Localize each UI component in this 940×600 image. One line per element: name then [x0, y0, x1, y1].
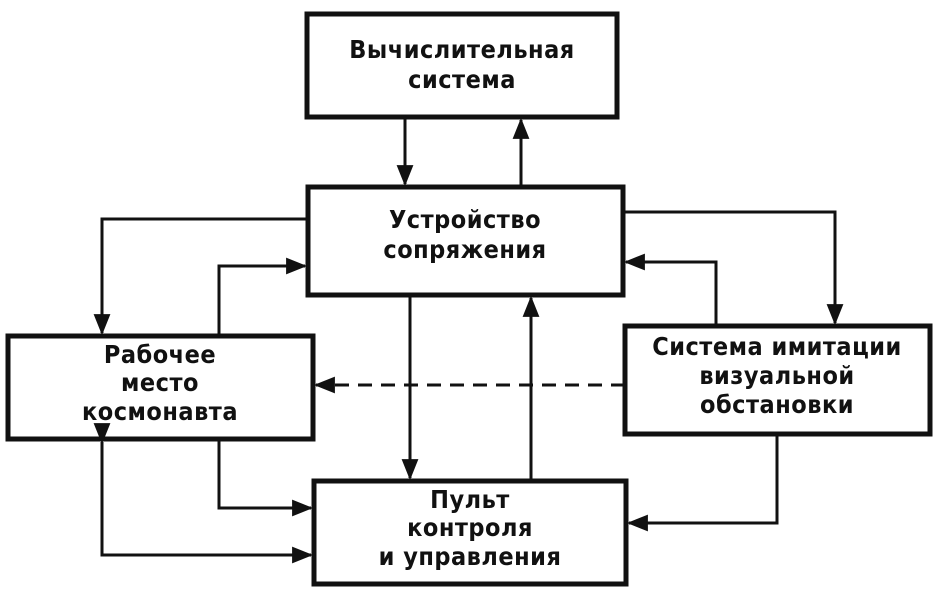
arrow-workstation-to-control-panel — [217, 439, 314, 517]
interface-device-label-line-1: Устройство — [389, 205, 541, 234]
arrow-visual-simulation-to-control-panel — [626, 434, 779, 532]
arrow-interface-to-workstation — [93, 217, 308, 336]
computer-system-block: Вычислительная система — [304, 11, 620, 120]
cosmonaut-workstation-label-line-1: Рабочее — [104, 340, 216, 369]
control-panel-label-line-2: контроля — [407, 513, 533, 542]
computer-system-label-line-2: система — [408, 65, 516, 94]
control-panel-label-line-3: и управления — [379, 542, 562, 571]
arrow-workstation-to-interface — [217, 257, 308, 336]
control-panel-label-line-1: Пульт — [430, 485, 510, 514]
arrow-visual-simulation-to-interface — [623, 253, 718, 326]
cosmonaut-workstation-label-line-2: место — [121, 368, 199, 397]
interface-device-block: Устройство сопряжения — [305, 184, 626, 298]
cosmonaut-workstation-label-line-3: космонавта — [82, 397, 238, 426]
control-panel-block: Пульт контроля и управления — [311, 478, 629, 587]
visual-simulation-label-line-2: визуальной — [699, 361, 854, 390]
arrow-interface-to-visual-simulation — [623, 210, 844, 326]
double-arrow-workstation-control-panel — [93, 423, 314, 564]
visual-simulation-block: Система имитации визуальной обстановки — [622, 323, 933, 437]
computer-system-label-line-1: Вычислительная — [349, 35, 574, 64]
visual-simulation-label-line-1: Система имитации — [652, 332, 902, 361]
visual-simulation-label-line-3: обстановки — [700, 390, 854, 419]
cosmonaut-workstation-block: Рабочее место космонавта — [5, 333, 316, 442]
interface-device-label-line-2: сопряжения — [383, 235, 546, 264]
